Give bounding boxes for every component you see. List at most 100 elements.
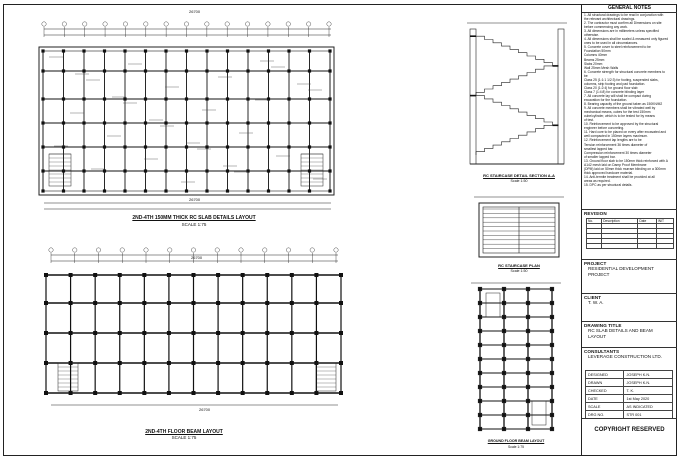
column-mark <box>142 361 147 365</box>
general-note-line: 12. Reinforcement lap lengths are to be <box>584 138 642 143</box>
grid-bubble <box>119 247 125 253</box>
column-mark <box>166 273 171 277</box>
column-mark <box>117 331 122 335</box>
column-mark <box>477 412 483 418</box>
general-note-line: columns, strip footing and pad foundatio… <box>584 81 646 86</box>
general-note-line: 1. All structural drawings to be read in… <box>584 13 664 17</box>
column-mark <box>501 384 507 390</box>
revision-label: REVISION <box>584 211 607 216</box>
column-mark <box>41 169 45 173</box>
grid-bubble <box>72 247 78 253</box>
column-mark <box>191 301 196 305</box>
stair-opening <box>485 292 501 318</box>
column-mark <box>246 49 250 53</box>
column-mark <box>240 301 245 305</box>
column-mark <box>287 49 291 53</box>
general-note-line: (DPM) laid on 50mm thick murram blinding… <box>584 166 666 171</box>
info-value: AS INDICATED <box>623 402 673 411</box>
column-mark <box>142 273 147 277</box>
column-mark <box>549 286 555 292</box>
column-mark <box>164 189 168 193</box>
column-mark <box>287 169 291 173</box>
column-mark <box>525 314 531 320</box>
column-mark <box>41 49 45 53</box>
column-mark <box>266 97 271 101</box>
general-note-line: 2. The contractor must confirm all Dimen… <box>584 21 662 26</box>
grid-bubble <box>224 21 230 27</box>
column-mark <box>123 121 127 125</box>
column-mark <box>102 69 107 73</box>
column-mark <box>205 69 209 73</box>
column-mark <box>102 49 107 53</box>
column-mark <box>265 301 270 305</box>
column-mark <box>164 49 168 53</box>
column-mark <box>82 97 86 101</box>
drawing-sheet: 26700 26700 2ND-4TH 150MM THICK RC SLAB … <box>3 4 677 456</box>
column-mark <box>477 286 483 292</box>
general-notes-list: 1. All structural drawings to be read in… <box>582 13 677 187</box>
column-mark <box>143 121 148 125</box>
grid-bubble <box>191 247 196 253</box>
column-mark <box>184 169 189 173</box>
column-mark <box>142 301 147 305</box>
column-mark <box>339 391 343 395</box>
column-mark <box>266 121 271 125</box>
column-mark <box>123 49 127 53</box>
grid-bubble <box>143 247 149 253</box>
grid-bubble <box>245 21 250 27</box>
column-mark <box>501 328 507 334</box>
column-mark <box>93 391 98 395</box>
slab-dimension-label: 26700 <box>189 9 201 14</box>
column-mark <box>216 273 221 277</box>
column-mark <box>216 361 221 365</box>
column-mark <box>61 169 66 173</box>
column-mark <box>61 145 66 149</box>
client-section: CLIENT T. W. A. <box>582 293 677 321</box>
column-mark <box>246 69 250 73</box>
column-mark <box>205 97 209 101</box>
column-mark <box>184 121 189 125</box>
column-mark <box>240 391 245 395</box>
column-mark <box>289 273 294 277</box>
drawing-title-section: DRAWING TITLE RC SLAB DETAILS AND BEAM L… <box>582 321 677 347</box>
column-mark <box>525 412 531 418</box>
grid-bubble <box>306 21 312 27</box>
column-mark <box>287 69 291 73</box>
grid-bubble <box>285 21 291 27</box>
column-mark <box>166 391 171 395</box>
grid-bubble <box>286 247 291 253</box>
grid-bubble <box>265 21 271 27</box>
column-mark <box>477 384 483 390</box>
column-mark <box>525 426 531 432</box>
column-mark <box>82 69 86 73</box>
column-mark <box>205 145 209 149</box>
column-mark <box>205 189 209 193</box>
staircase-section-title: RC STAIRCASE DETAIL SECTION A-A <box>483 173 555 178</box>
consultants-value: LEVERAGE CONSTRUCTION LTD. <box>588 354 662 359</box>
column-mark <box>166 361 171 365</box>
column-mark <box>307 121 312 125</box>
column-mark <box>328 69 332 73</box>
column-mark <box>164 97 168 101</box>
stair-opening <box>315 362 337 392</box>
column-mark <box>525 286 531 292</box>
column-mark <box>225 121 230 125</box>
column-mark <box>44 361 48 365</box>
column-mark <box>477 314 483 320</box>
column-mark <box>93 273 98 277</box>
column-mark <box>102 169 107 173</box>
column-mark <box>549 398 555 404</box>
column-mark <box>41 189 45 193</box>
grid-bubble <box>123 21 128 27</box>
column-mark <box>61 189 66 193</box>
column-mark <box>117 361 122 365</box>
info-key: DATE <box>584 394 625 403</box>
column-mark <box>289 391 294 395</box>
column-mark <box>184 145 189 149</box>
column-mark <box>549 342 555 348</box>
column-mark <box>143 97 148 101</box>
grid-bubble <box>41 21 47 27</box>
general-note-line: 9. All concrete members shall be vibrate… <box>584 106 656 111</box>
